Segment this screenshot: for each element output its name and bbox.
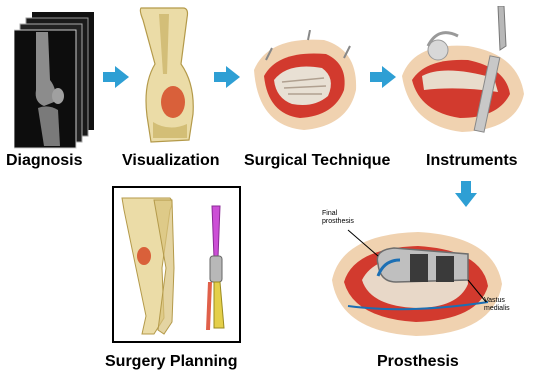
step-label-instruments: Instruments [426, 152, 518, 170]
callout-final-prosthesis: Final prosthesis [322, 210, 354, 226]
callout-text: medialis [484, 305, 510, 313]
callout-text: Vastus [484, 297, 510, 305]
step-label-prosthesis: Prosthesis [377, 353, 459, 371]
prosthesis-illustration [318, 210, 514, 340]
surgical-technique-illustration [248, 30, 362, 136]
step-label-surgery-planning: Surgery Planning [105, 353, 237, 371]
callout-text: Final [322, 210, 354, 218]
surgery-planning-frame [112, 186, 241, 343]
step-label-surgical-technique: Surgical Technique [244, 152, 390, 170]
arrow-right-icon [370, 66, 396, 88]
callout-text: prosthesis [322, 218, 354, 226]
step-label-diagnosis: Diagnosis [6, 152, 82, 170]
diagnosis-xray-stack [14, 10, 96, 150]
visualization-3d-femur [133, 4, 209, 146]
instruments-illustration [398, 6, 528, 138]
callout-vastus-medialis: Vastus medialis [484, 297, 510, 313]
arrow-right-icon [103, 66, 129, 88]
arrow-down-icon [455, 181, 477, 207]
step-label-visualization: Visualization [122, 152, 220, 170]
arrow-right-icon [214, 66, 240, 88]
